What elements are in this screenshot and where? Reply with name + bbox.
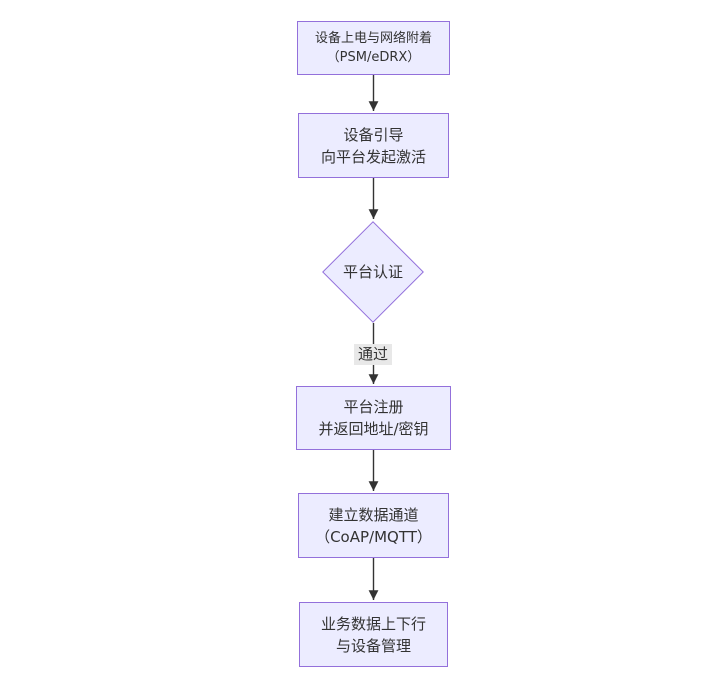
node-business-data: 业务数据上下行 与设备管理 (299, 602, 448, 667)
node-bootstrap: 设备引导 向平台发起激活 (298, 113, 449, 178)
node-platform-auth-label: 平台认证 (342, 263, 403, 281)
node-data-channel: 建立数据通道 （CoAP/MQTT） (298, 493, 449, 558)
node-power-attach: 设备上电与网络附着 （PSM/eDRX） (297, 21, 450, 75)
edge-label-pass: 通过 (353, 344, 393, 365)
node-register: 平台注册 并返回地址/密钥 (296, 386, 451, 450)
